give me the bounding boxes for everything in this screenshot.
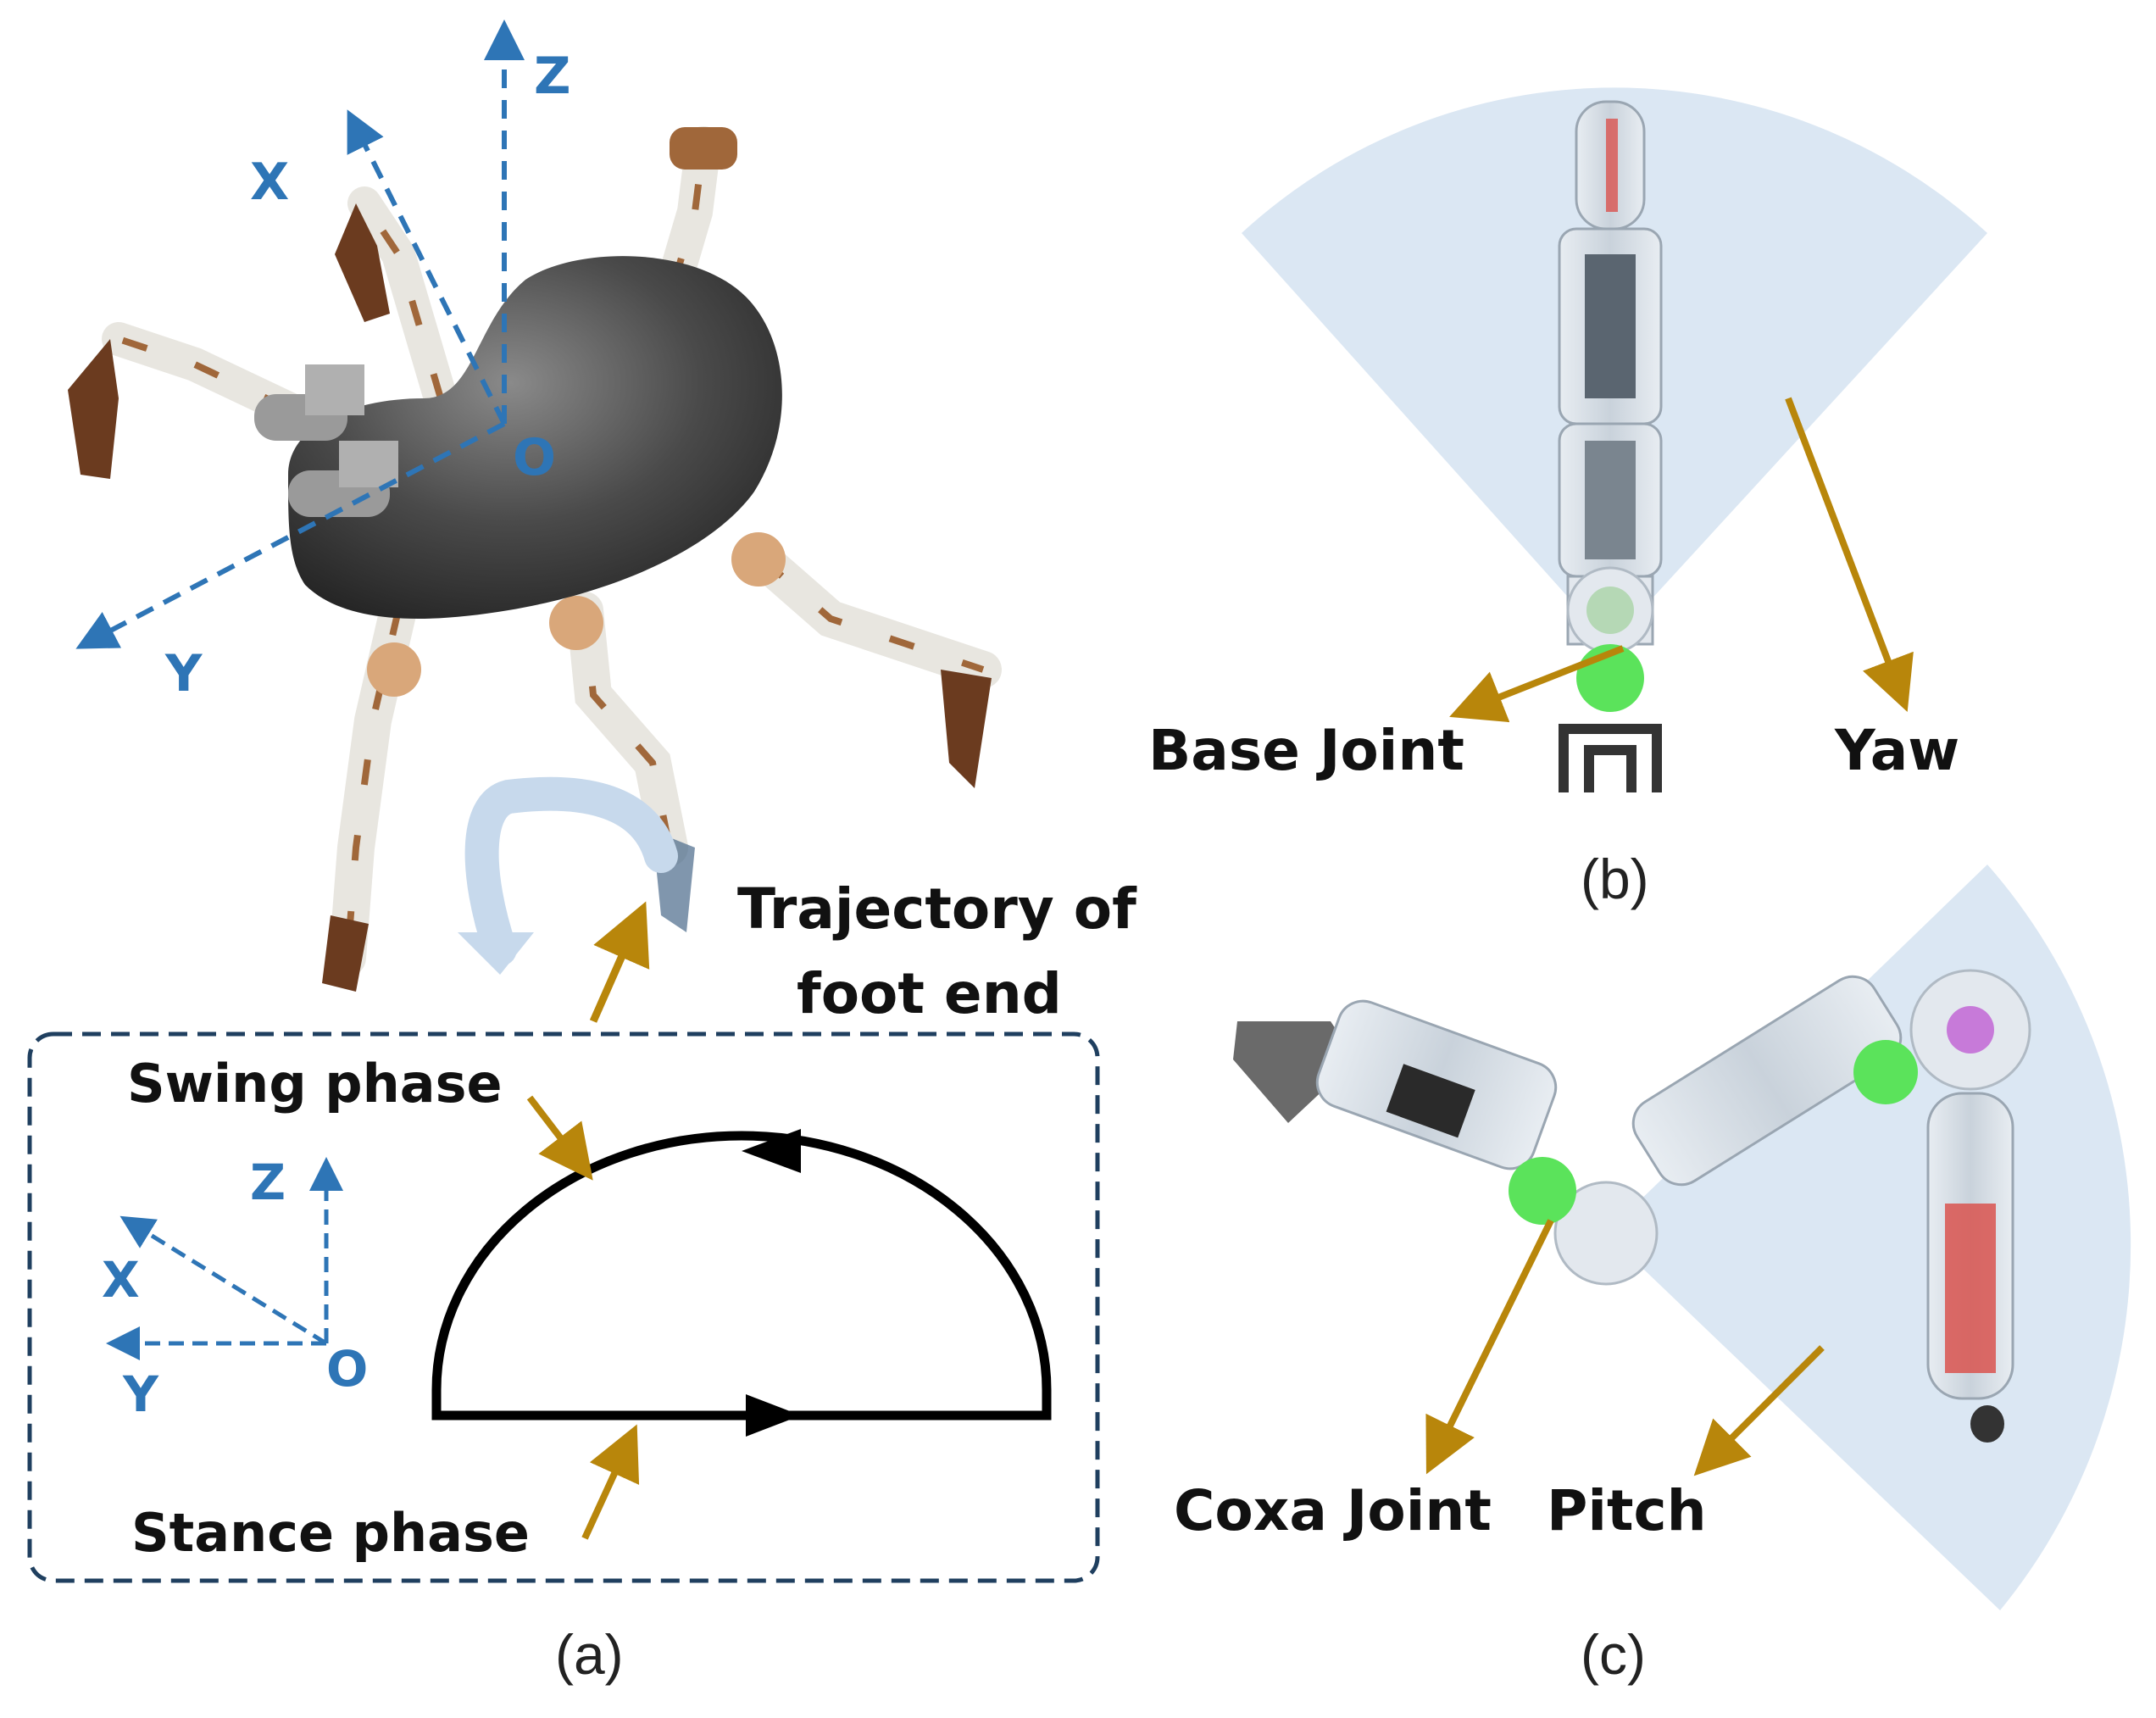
yaw-label: Yaw [1834,718,1959,783]
foot-swing-curve-icon [464,776,678,966]
robot-head-sensors [254,364,398,517]
panel-c: Coxa Joint Pitch (c) [1174,865,2131,1686]
base-joint-arrow-icon [1449,645,1625,723]
base-joint-label: Base Joint [1148,718,1464,783]
caption-b: (b) [1581,848,1649,910]
robot-axis-y-label: Y [164,644,203,703]
swing-phase-label: Swing phase [127,1053,503,1115]
leg-side-view [1233,969,2031,1443]
inset-axes: Z X Y O [102,1154,368,1423]
robot-body [288,256,782,619]
robot-leg-rear-right [731,532,1002,788]
robot-leg-rear-mid [549,592,695,932]
trajectory-label-line2: foot end [797,961,1062,1026]
coxa-joint-marker [1509,1157,1576,1225]
foot-trajectory-semicircle [431,1131,1052,1421]
caption-a: (a) [555,1623,624,1686]
pitch-arrow-icon [1693,1345,1825,1476]
robot-leg-front-mid [335,186,458,415]
inset-axis-origin-label: O [326,1340,368,1398]
robot-axis-origin-label: O [513,428,556,487]
panel-a-inset: Z X Y O Swing phase Stance phase [27,1031,1100,1583]
swing-phase-arrow-icon [526,1095,593,1181]
inset-axis-y-label: Y [122,1365,159,1423]
foot-swing-arrowhead-icon [458,932,534,975]
trajectory-label-line1: Trajectory of [737,876,1137,942]
inset-axis-z-label: Z [250,1154,286,1211]
robot-axis-z-label: Z [534,47,571,106]
inset-axis-x-label: X [102,1251,140,1309]
trajectory-arrow-icon [589,901,650,1023]
yaw-arrow-icon [1785,397,1914,712]
stance-phase-arrow-icon [581,1424,640,1540]
robot-axis-x-label: X [250,153,289,212]
pitch-label: Pitch [1547,1478,1707,1543]
stance-direction-arrowhead-icon [746,1394,801,1437]
coxa-joint-label: Coxa Joint [1174,1478,1492,1543]
coxa-joint-arrow-icon [1425,1219,1554,1475]
stance-phase-label: Stance phase [131,1502,530,1564]
swing-direction-arrowhead-icon [742,1129,801,1173]
panel-b: Base Joint Yaw (b) [1148,87,1987,910]
robot-body-axes: Z X Y O [75,19,571,703]
caption-c: (c) [1581,1623,1646,1686]
panel-a-robot: Z X Y O Trajectory of foot end [68,19,1137,1026]
robot-leg-rear-left [322,592,421,992]
inset-border [27,1031,1100,1583]
